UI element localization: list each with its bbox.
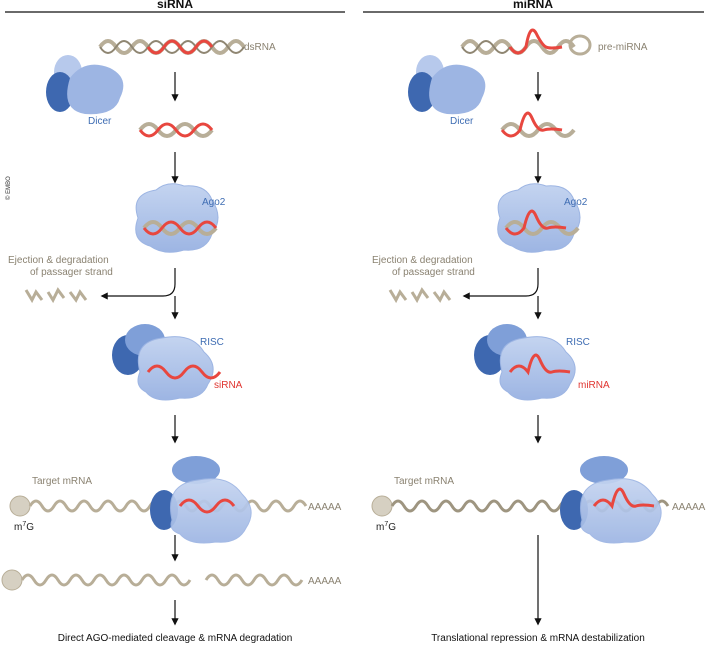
risc-complex (112, 324, 222, 401)
pre-mirna-hairpin (460, 28, 592, 56)
ejection-label-line2: of passager strand (30, 267, 113, 278)
passenger-strand-fragments (24, 287, 88, 304)
passenger-strand-fragments-right (388, 287, 452, 304)
mirna-label: miRNA (578, 380, 610, 391)
ejection-label-line1: Ejection & degradation (8, 255, 109, 266)
outcome-left: Direct AGO-mediated cleavage & mRNA degr… (58, 633, 293, 644)
dicer-label-right: Dicer (450, 116, 474, 127)
cap-label-m: m7G (14, 521, 34, 533)
mirna-duplex (500, 111, 576, 138)
risc-label: RISC (200, 337, 224, 348)
ejection-arrow (100, 268, 176, 300)
target-mrna-label-right: Target mRNA (394, 476, 454, 487)
pre-mirna-label: pre-miRNA (598, 42, 648, 53)
cleaved-fragment-5 (20, 573, 192, 587)
risc-label-right: RISC (566, 337, 590, 348)
ago2-label: Ago2 (202, 197, 226, 208)
cap-icon-right (371, 495, 393, 517)
mirna-column-title: miRNA (513, 0, 553, 11)
ago2-label-right: Ago2 (564, 197, 588, 208)
sirna-duplex (138, 122, 214, 138)
mirna-pathway: pre-miRNA Dicer Ago2 Ejection & degradat… (371, 28, 706, 644)
sirna-label: siRNA (214, 380, 243, 391)
risc-on-target-right (560, 456, 662, 544)
dicer-protein (46, 55, 124, 115)
poly-a-label-right: AAAAA (672, 502, 706, 513)
dicer-protein-right (408, 55, 486, 115)
target-mrna-label: Target mRNA (32, 476, 92, 487)
outcome-right: Translational repression & mRNA destabil… (431, 633, 645, 644)
risc-on-target (150, 456, 252, 544)
cap-label-right: m7G (376, 521, 396, 533)
cleaved-fragment-3 (204, 573, 304, 587)
sirna-column-title: siRNA (157, 0, 193, 11)
cap-icon-cleaved (1, 569, 23, 591)
risc-complex-right (474, 324, 576, 401)
ejection-label-right-line2: of passager strand (392, 267, 475, 278)
dsrna-helix (98, 39, 246, 55)
poly-a-label: AAAAA (308, 502, 342, 513)
dicer-label: Dicer (88, 116, 112, 127)
cap-icon (9, 495, 31, 517)
ago2-complex (135, 183, 219, 253)
sirna-pathway: dsRNA Dicer Ago2 Ejection & degradation … (1, 39, 342, 644)
copyright-label: © EMBO (5, 176, 12, 200)
dsrna-label: dsRNA (244, 42, 276, 53)
poly-a-label-cleaved: AAAAA (308, 576, 342, 587)
ago2-complex-right (497, 183, 581, 253)
ejection-label-right-line1: Ejection & degradation (372, 255, 473, 266)
ejection-arrow-right (462, 268, 539, 300)
